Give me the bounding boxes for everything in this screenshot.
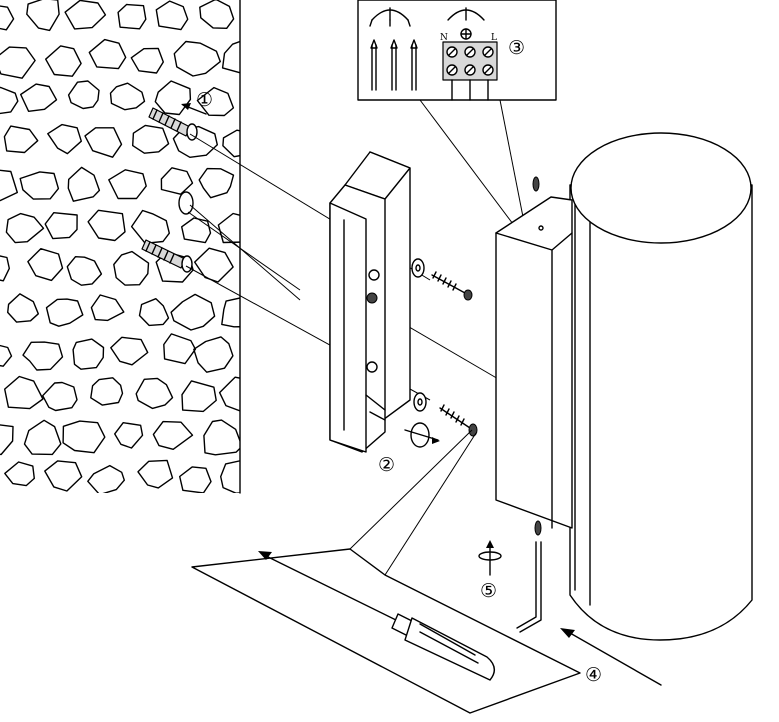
terminal-block: N L <box>440 7 498 101</box>
stone <box>222 129 240 158</box>
step-4-label: ④ <box>585 664 602 686</box>
stone <box>0 5 15 31</box>
stone <box>181 380 217 413</box>
arrow-insert-icon <box>181 103 207 115</box>
stone <box>110 336 149 366</box>
stone <box>0 86 19 115</box>
stone <box>193 336 234 373</box>
step-2-label: ② <box>378 454 395 476</box>
stone <box>131 124 170 154</box>
stone <box>221 40 240 74</box>
stone <box>137 459 174 489</box>
stone <box>66 256 103 286</box>
stone <box>44 460 83 492</box>
wall-plug-upper <box>148 107 198 141</box>
stone <box>199 0 235 29</box>
stone <box>0 46 36 79</box>
stone <box>217 212 240 244</box>
stone <box>3 375 44 410</box>
stone <box>135 377 174 410</box>
stone <box>72 338 105 370</box>
stone <box>90 377 124 406</box>
stone <box>113 422 144 449</box>
washer-lower <box>413 392 427 412</box>
stone <box>173 40 222 77</box>
rotate-clockwise-icon <box>404 422 440 448</box>
stone <box>27 247 64 282</box>
step-1-label: ① <box>196 89 213 111</box>
screw-lower <box>439 404 478 437</box>
stone <box>4 461 35 487</box>
stone <box>45 298 84 327</box>
stone <box>163 333 197 365</box>
stone <box>221 297 240 328</box>
wires-before <box>369 7 418 91</box>
stone <box>138 298 170 327</box>
stone <box>64 0 107 30</box>
stone <box>67 166 101 202</box>
stone <box>109 82 146 111</box>
lamp-body <box>495 132 753 641</box>
stone <box>23 419 62 456</box>
stone <box>87 464 126 493</box>
step-3-label: ③ <box>508 37 525 59</box>
stone <box>84 127 123 158</box>
stone <box>47 123 83 155</box>
stone <box>44 211 78 240</box>
stone <box>172 125 219 159</box>
stone <box>22 341 64 371</box>
terminal-label-neutral: N <box>440 33 448 43</box>
stone <box>0 344 13 367</box>
stone <box>203 419 240 456</box>
stone-wall <box>0 0 241 494</box>
stone <box>160 167 194 195</box>
stone <box>62 420 106 454</box>
stone <box>6 293 39 323</box>
stone <box>19 171 60 200</box>
terminal-label-live: L <box>491 33 497 43</box>
slide-arrow-icon <box>560 628 662 686</box>
cable-hole <box>178 191 194 215</box>
stone <box>0 169 18 202</box>
step-5-label: ⑤ <box>480 580 497 602</box>
stone <box>154 80 192 116</box>
stone <box>170 293 216 331</box>
stone <box>113 250 150 286</box>
tighten-arrow-icon <box>478 540 502 576</box>
stone <box>198 167 235 199</box>
stone <box>88 38 127 70</box>
screwdriver-icon <box>258 551 495 681</box>
stone <box>117 3 147 30</box>
washer-upper <box>411 258 425 278</box>
stone <box>130 47 165 74</box>
stone <box>193 247 234 283</box>
stone <box>5 212 45 244</box>
stone <box>45 45 82 77</box>
hex-key-icon <box>516 541 542 633</box>
stone <box>196 86 235 117</box>
stone <box>87 209 126 242</box>
stone <box>42 381 78 412</box>
screwdriver-inset <box>191 429 581 714</box>
wiring-inset: N L ③ <box>357 0 557 233</box>
stone <box>26 0 60 32</box>
stone <box>155 0 189 31</box>
mounting-bracket <box>329 151 411 453</box>
stone <box>0 255 11 282</box>
stone <box>0 424 14 456</box>
stone <box>130 209 171 245</box>
stone <box>178 466 212 493</box>
stone <box>90 294 125 322</box>
stone <box>152 420 194 450</box>
stone <box>3 125 39 154</box>
stone <box>219 460 240 493</box>
stone <box>108 169 147 200</box>
stone <box>67 80 100 110</box>
stone <box>218 376 240 412</box>
stone <box>20 83 58 113</box>
stone <box>180 217 212 244</box>
screw-upper <box>431 271 473 301</box>
